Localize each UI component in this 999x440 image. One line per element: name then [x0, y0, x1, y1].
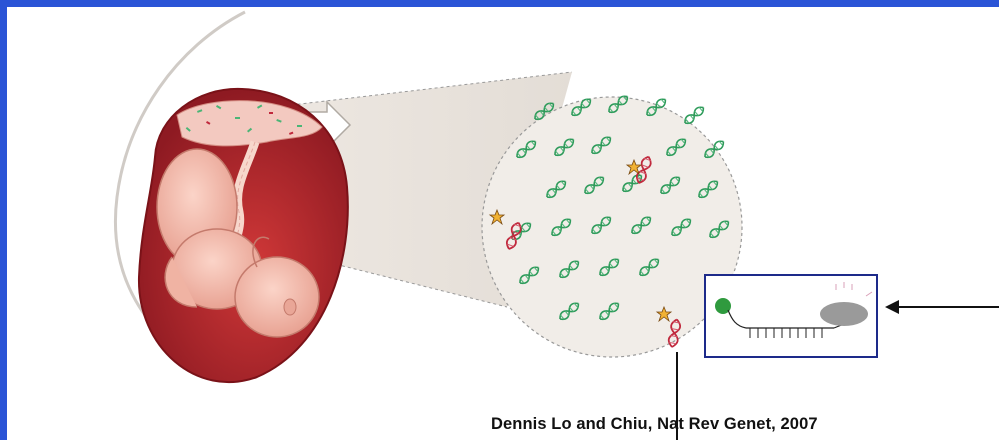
uterus [139, 89, 348, 382]
quencher-icon [820, 302, 868, 326]
diagram-canvas [7, 7, 999, 440]
probe-diagram [706, 276, 876, 356]
probe-inset [704, 274, 878, 358]
slide-frame: Dennis Lo and Chiu, Nat Rev Genet, 2007 [7, 7, 999, 440]
pointer-arrowhead [885, 300, 899, 314]
citation-text: Dennis Lo and Chiu, Nat Rev Genet, 2007 [491, 415, 818, 434]
